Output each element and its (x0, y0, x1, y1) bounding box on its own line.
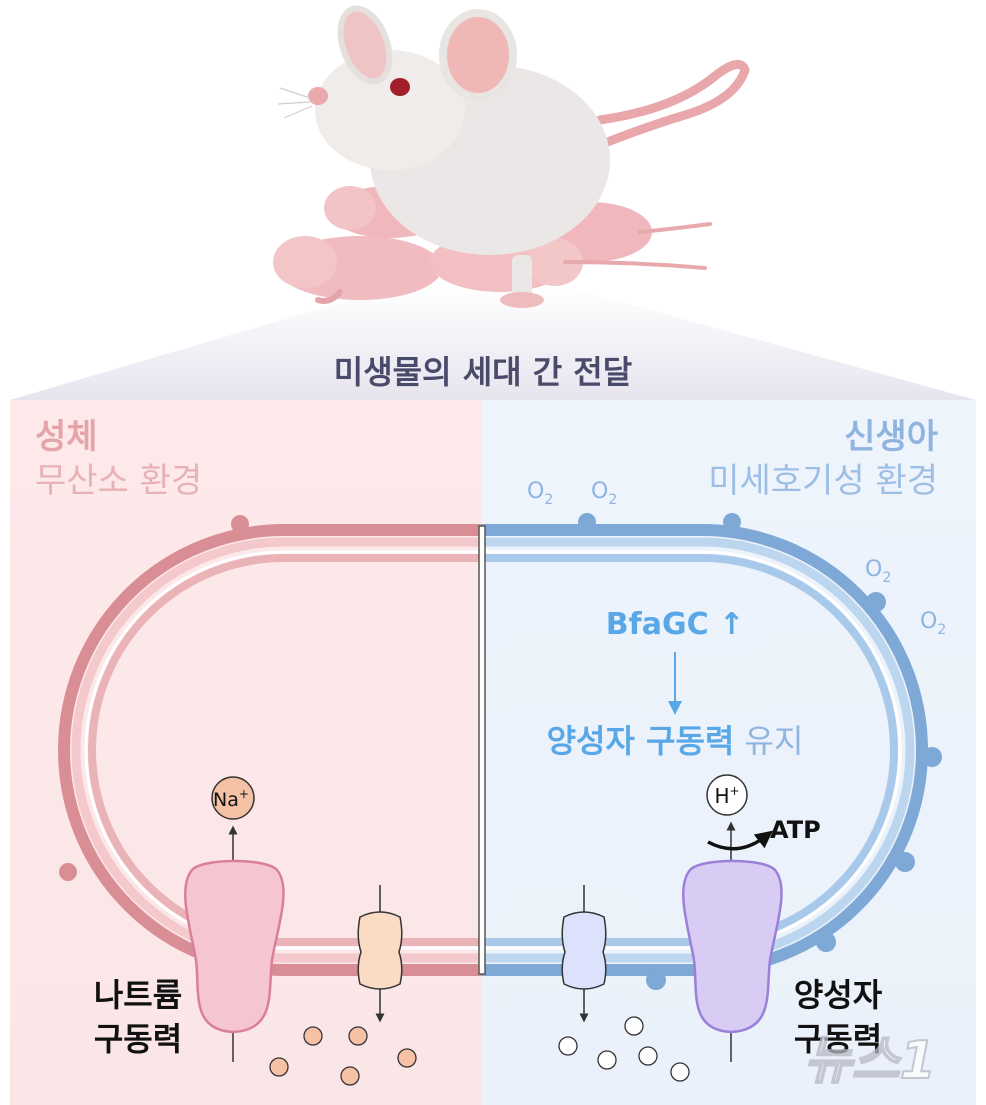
proton-ion (706, 774, 748, 816)
oxygen-label: O2 (591, 479, 617, 508)
particle (303, 1026, 323, 1046)
proton-ion-label: H+ (714, 784, 739, 808)
particle (340, 1066, 360, 1086)
membrane-surface-dot (578, 513, 596, 531)
membrane-surface-dot (866, 592, 886, 612)
right-panel-title: 신생아 (844, 417, 938, 457)
mouse-ear-left (337, 5, 393, 85)
projection-cone (10, 285, 976, 400)
mouse-ear-right (439, 9, 517, 101)
enzyme-label: BfaGC ↑ (606, 607, 744, 642)
mouse-paw (500, 292, 544, 308)
mouse-nose (308, 87, 328, 105)
left-pump-label-line2: 구동력 (94, 1020, 182, 1058)
oxygen-label: O2 (527, 479, 553, 508)
oxygen-label: O2 (920, 609, 946, 638)
right-panel-subtitle: 미세호기성 환경 (708, 461, 938, 501)
pup-left (273, 236, 442, 304)
proton-pump (682, 859, 783, 1034)
result-label: 양성자 구동력 유지 (547, 722, 804, 760)
left-panel-subtitle: 무산소 환경 (35, 461, 202, 501)
particle (597, 1050, 617, 1070)
svg-text:O2: O2 (920, 609, 946, 638)
left-transporter (357, 911, 403, 990)
particle (397, 1048, 417, 1068)
left-pump-label-line1: 나트륨 (94, 976, 182, 1014)
left-cell-membrane (58, 524, 482, 976)
mouse-head (315, 50, 465, 170)
right-cell-membrane (482, 524, 928, 976)
particle (638, 1046, 658, 1066)
page-title: 미생물의 세대 간 전달 (334, 353, 632, 391)
mouse-tail (595, 59, 750, 150)
membrane-surface-dot (231, 515, 249, 533)
oxygen-label: O2 (865, 557, 891, 586)
particle (670, 1062, 690, 1082)
membrane-surface-dot (646, 970, 666, 990)
svg-text:O2: O2 (865, 557, 891, 586)
atp-curved-arrow (707, 830, 773, 851)
membrane-surface-dot (922, 747, 942, 767)
membrane-surface-dot (816, 932, 836, 952)
svg-text:뉴스1: 뉴스1 (804, 1031, 936, 1091)
particle (348, 1026, 368, 1046)
mouse-family-illustration (273, 5, 750, 308)
svg-text:O2: O2 (527, 479, 553, 508)
right-pump-label-line2: 구동력 (794, 1020, 882, 1058)
left-panel-title: 성체 (35, 417, 98, 457)
mouse-whiskers (277, 87, 313, 119)
right-pump-label-line1: 양성자 (794, 976, 883, 1014)
membrane-surface-dot (723, 513, 741, 531)
mouse-eye (390, 78, 410, 96)
particle (558, 1036, 578, 1056)
right-transporter (561, 911, 607, 990)
news1-watermark-logo: 뉴스1 (803, 1030, 937, 1092)
particle (269, 1057, 289, 1077)
svg-text:O2: O2 (591, 479, 617, 508)
atp-label: ATP (770, 816, 821, 844)
sodium-pump (184, 859, 285, 1034)
mouse-leg (512, 255, 532, 300)
sodium-ion-label: Na+ (213, 787, 249, 811)
membrane-surface-dot (895, 852, 915, 872)
membrane-surface-dot (59, 863, 77, 881)
sodium-ion (211, 776, 255, 820)
panel-divider (478, 525, 486, 975)
particle (624, 1016, 644, 1036)
